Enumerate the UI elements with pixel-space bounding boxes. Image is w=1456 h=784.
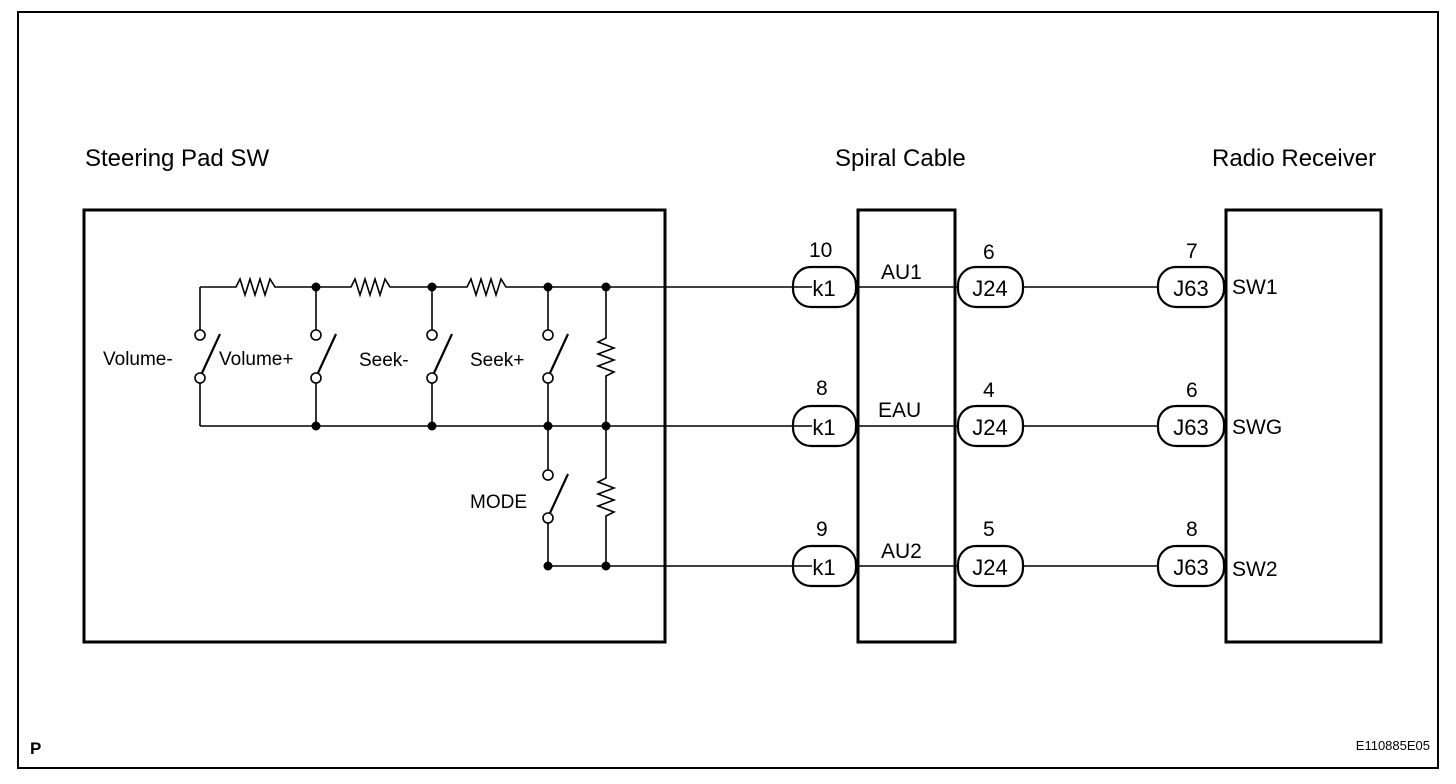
seek-plus-contact-bottom	[542, 372, 554, 384]
j63-connector	[1156, 544, 1226, 588]
volume-plus-contact-bottom	[310, 372, 322, 384]
seek-minus-switch-blade	[433, 333, 453, 374]
seek-minus-contact-top	[426, 329, 438, 341]
seek-plus-switch-blade	[549, 333, 569, 374]
j24-connector-label: J24	[972, 276, 1007, 301]
k1-pin-number: 10	[809, 239, 832, 262]
vertical-resistor-upper	[595, 287, 617, 426]
volume-minus-contact-top	[194, 329, 206, 341]
resistor-3	[432, 276, 548, 298]
k1-connector-label: k1	[812, 276, 835, 301]
spiral-cable-title: Spiral Cable	[835, 145, 966, 172]
figure-code: E110885E05	[1356, 738, 1430, 753]
vertical-resistor-lower	[595, 426, 617, 566]
receiver-terminal-label: SWG	[1232, 416, 1282, 439]
j63-pin-number: 6	[1186, 379, 1198, 402]
j63-pin-number: 7	[1186, 240, 1198, 263]
switch-label-mode: MODE	[470, 492, 527, 513]
radio-receiver-box	[1224, 208, 1383, 644]
k1-pin-number: 9	[816, 518, 828, 541]
j63-connector	[1156, 265, 1226, 309]
steering-pad-circuit	[194, 276, 812, 567]
switch-label-volume-minus: Volume-	[103, 349, 173, 370]
switch-label-seek-minus: Seek-	[359, 350, 409, 371]
circuit-row-eau: 8 k1 EAU 4 J24 6 J63 SWG	[791, 377, 1282, 448]
circuit-row-au2: 9 k1 AU2 5 J24 8 J63 SW2	[791, 518, 1278, 588]
j63-connector-label: J63	[1173, 555, 1208, 580]
volume-plus-contact-top	[310, 329, 322, 341]
page-marker: P	[30, 739, 41, 758]
resistor-1	[200, 276, 316, 298]
volume-minus-switch-blade	[201, 333, 221, 374]
k1-pin-number: 8	[816, 377, 828, 400]
j24-connector-label: J24	[972, 415, 1007, 440]
resistor-2	[316, 276, 432, 298]
seek-plus-contact-top	[542, 329, 554, 341]
j63-connector-label: J63	[1173, 276, 1208, 301]
j63-connector	[1156, 404, 1226, 448]
receiver-terminal-label: SW1	[1232, 276, 1278, 299]
outer-frame	[17, 11, 1439, 769]
switch-label-seek-plus: Seek+	[470, 350, 524, 371]
j63-pin-number: 8	[1186, 518, 1198, 541]
j24-pin-number: 4	[983, 379, 995, 402]
j24-pin-number: 5	[983, 518, 995, 541]
volume-plus-switch-blade	[317, 333, 337, 374]
cable-signal-label: AU1	[881, 261, 922, 284]
j24-pin-number: 6	[983, 241, 995, 264]
j63-connector-label: J63	[1173, 415, 1208, 440]
circuit-row-au1: 10 k1 AU1 6 J24 7 J63 SW1	[791, 239, 1278, 309]
cable-signal-label: EAU	[878, 399, 921, 422]
cable-signal-label: AU2	[881, 540, 922, 563]
radio-receiver-title: Radio Receiver	[1212, 145, 1376, 172]
steering-pad-title: Steering Pad SW	[85, 145, 269, 172]
j24-connector-label: J24	[972, 555, 1007, 580]
mode-switch-blade	[549, 473, 569, 514]
switch-label-volume-plus: Volume+	[219, 349, 293, 370]
junction-dots	[311, 282, 611, 571]
mode-contact-bottom	[542, 512, 554, 524]
k1-connector-label: k1	[812, 555, 835, 580]
receiver-terminal-label: SW2	[1232, 558, 1278, 581]
k1-connector-label: k1	[812, 415, 835, 440]
volume-minus-contact-bottom	[194, 372, 206, 384]
mode-contact-top	[542, 469, 554, 481]
seek-minus-contact-bottom	[426, 372, 438, 384]
